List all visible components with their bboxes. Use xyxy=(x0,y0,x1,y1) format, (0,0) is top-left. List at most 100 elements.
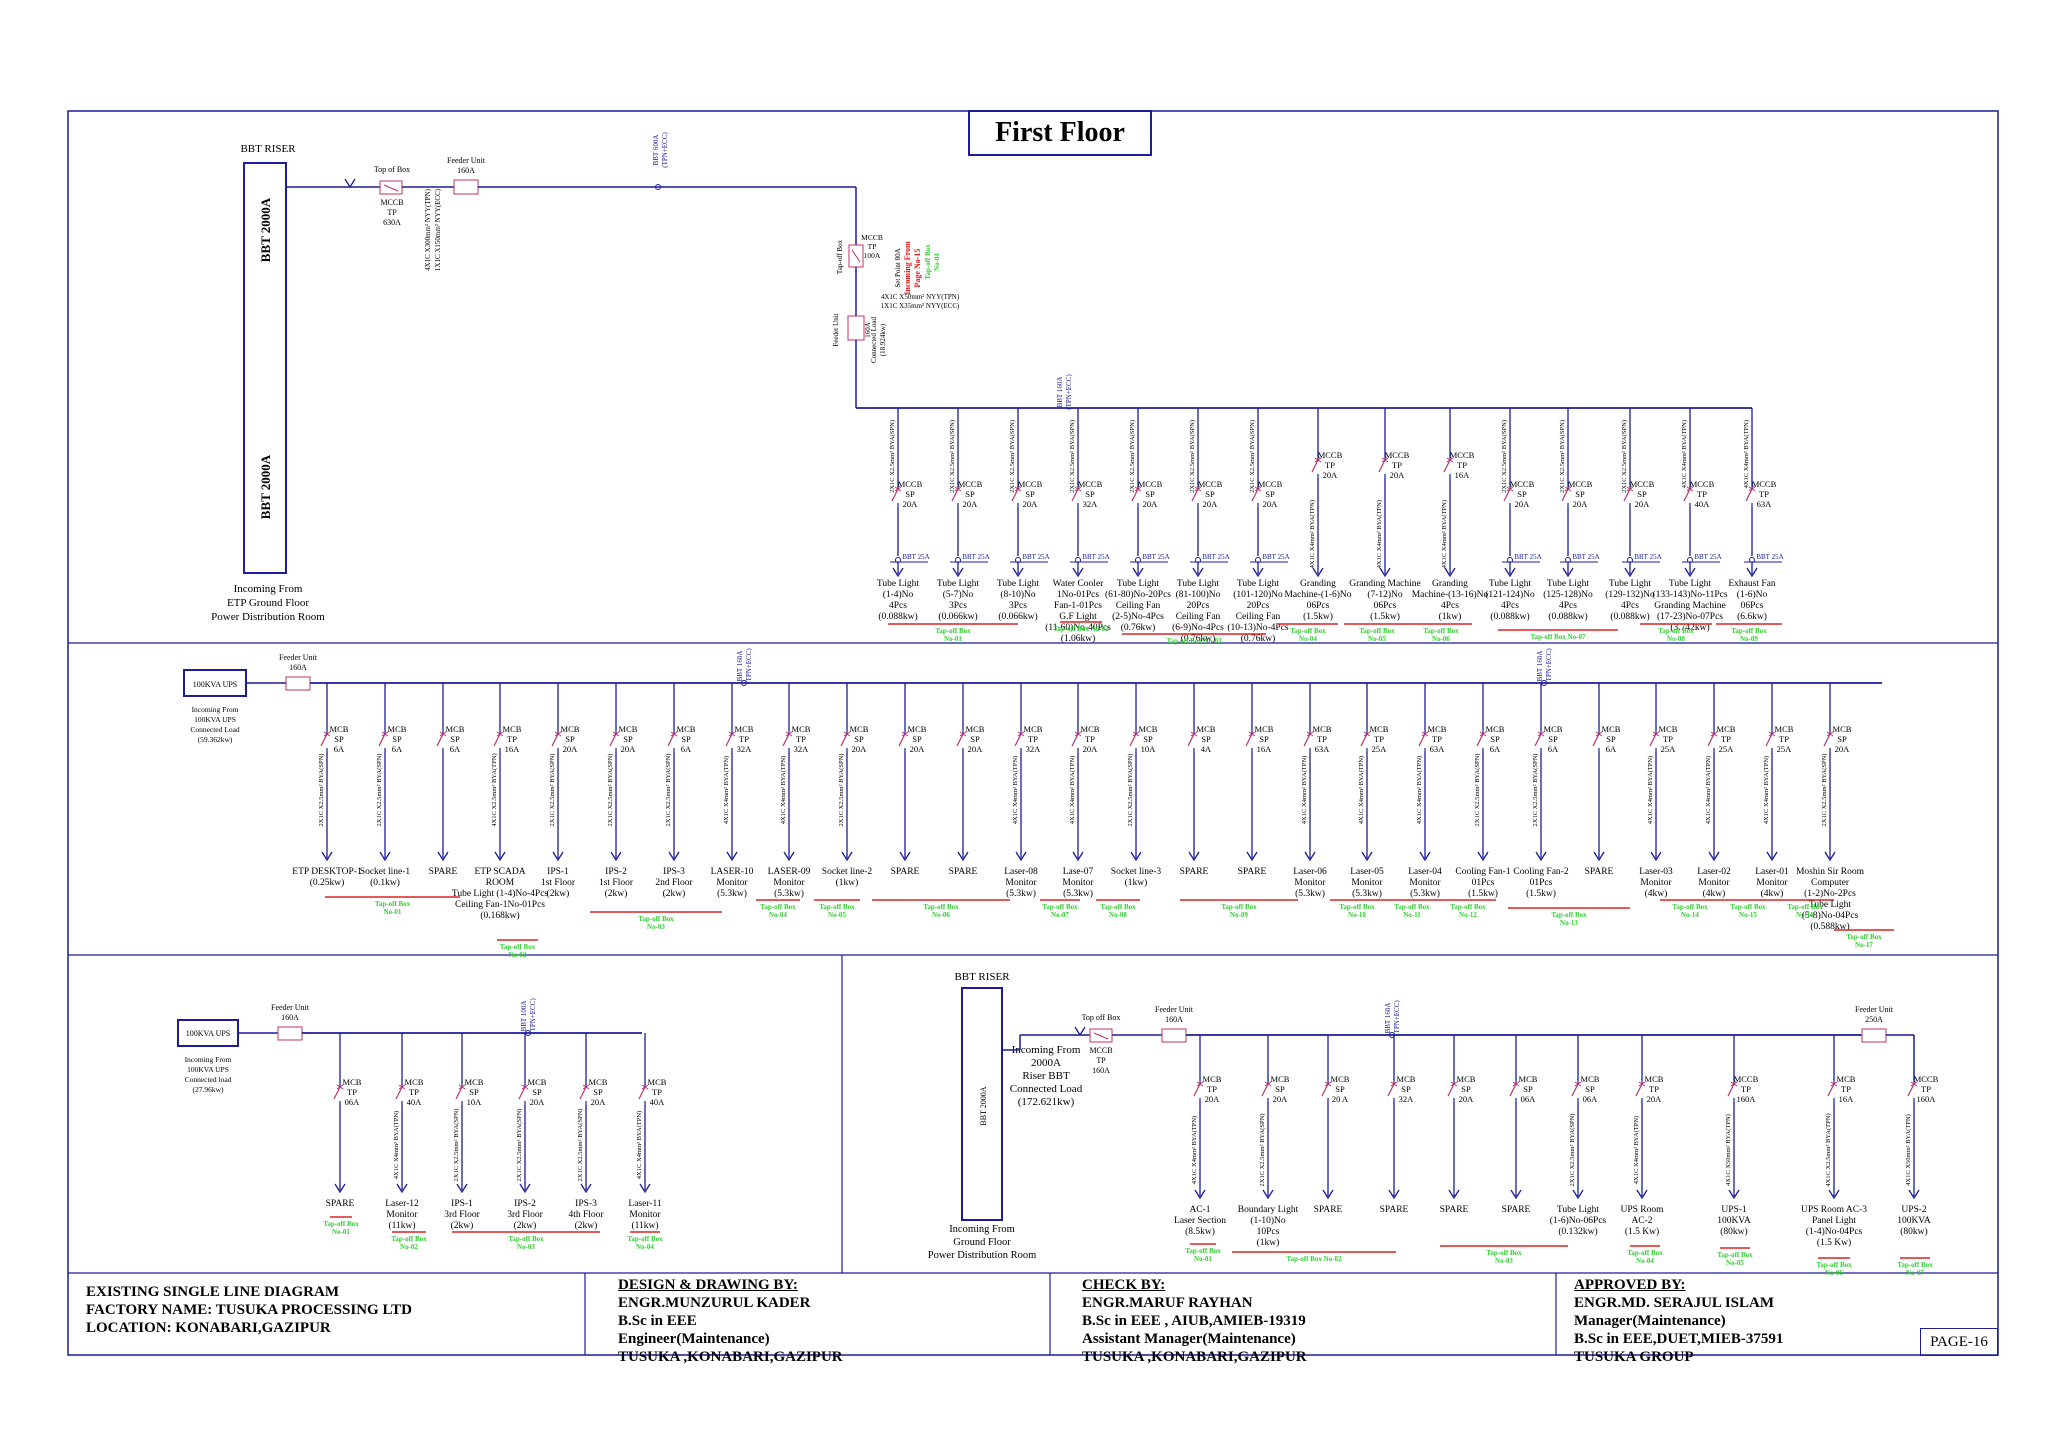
arrow-icon xyxy=(1828,1189,1840,1200)
cable-spec: 2X1C X2.5mm² BYA(SPN) xyxy=(1249,420,1256,493)
breaker-rating: TP xyxy=(1207,1084,1217,1094)
breaker-rating: SP xyxy=(1259,734,1269,744)
tapoff-box-label: Tap-off Box No-07 xyxy=(1531,633,1586,641)
tapoff-box-label: Tap-off Box xyxy=(1394,903,1430,911)
tapoff-box-label: Tap-off Box xyxy=(1897,1261,1933,1269)
arrow-icon xyxy=(1012,567,1024,578)
breaker-rating: 63A xyxy=(1430,744,1446,754)
load-label: (5-8)No-04Pcs xyxy=(1802,910,1859,921)
breaker-rating: SP xyxy=(1548,734,1558,744)
arrow-icon xyxy=(841,851,853,862)
cable-spec: 2X1C X2.5mm² BYA(SPN) xyxy=(453,1109,460,1182)
tapoff-box-label: No-03 xyxy=(647,923,665,931)
breaker-cross xyxy=(1626,486,1634,492)
breaker-cross xyxy=(1390,1081,1398,1087)
bbt-tapoff-rating: BBT 25A xyxy=(1694,553,1721,561)
tapoff-box-label: No-05 xyxy=(1726,1259,1744,1267)
check-line: Assistant Manager(Maintenance) xyxy=(1082,1331,1296,1347)
breaker-blade xyxy=(1765,733,1773,747)
load-label: Laser-02 xyxy=(1697,867,1731,877)
main-mccb-rating: MCCB xyxy=(861,233,883,242)
load-label: Monitor xyxy=(716,878,748,888)
load-label: Laser Section xyxy=(1174,1216,1226,1226)
breaker-rating: SP xyxy=(1143,734,1153,744)
tapoff-box-label: No-07 xyxy=(1051,911,1069,919)
breaker-rating: MCB xyxy=(966,724,985,734)
cable-spec: 4X1C X4mm² BYA(TPN) xyxy=(1681,420,1688,488)
load-label: 1No-01Pcs xyxy=(1057,590,1100,600)
load-label: (0.168kw) xyxy=(480,910,519,921)
tapoff-box-label: No-08 xyxy=(1109,911,1127,919)
cable-spec: 4X1C X4mm² BYA(TPN) xyxy=(1705,756,1712,824)
tapoff-box-label: No-01 xyxy=(332,1228,350,1236)
breaker-rating: 40A xyxy=(407,1097,423,1107)
project-line: LOCATION: KONABARI,GAZIPUR xyxy=(86,1320,331,1336)
load-label: Socket line-2 xyxy=(822,867,873,877)
arrow-icon xyxy=(1361,851,1373,862)
approved-heading: APPROVED BY: xyxy=(1574,1277,1686,1293)
load-label: Tube Light xyxy=(1557,1205,1600,1215)
load-label: (0.088kw) xyxy=(1548,611,1587,622)
breaker-blade xyxy=(951,488,959,502)
breaker-blade xyxy=(840,733,848,747)
load-label: 3rd Floor xyxy=(444,1210,480,1220)
breaker-cross xyxy=(582,1084,590,1090)
tapoff-box-label: No-01 xyxy=(1194,1255,1212,1263)
setpoint-label: Set Point 80A xyxy=(894,248,902,287)
breaker-blade xyxy=(1561,488,1569,502)
load-label: Monitor xyxy=(1640,878,1672,888)
breaker-blade xyxy=(1014,733,1022,747)
load-label: 20Pcs xyxy=(1247,601,1270,611)
breaker-rating: 16A xyxy=(1839,1094,1855,1104)
load-label: (1-4)No xyxy=(883,589,914,600)
load-label: (0.066kw) xyxy=(938,611,977,622)
load-label: (101-120)No xyxy=(1233,589,1283,600)
arrow-icon xyxy=(396,1183,408,1194)
bbt-tapoff-rating: BBT 25A xyxy=(1634,553,1661,561)
breaker-cross xyxy=(843,731,851,737)
design-info: DESIGN & DRAWING BY: ENGR.MUNZURUL KADER… xyxy=(618,1276,843,1366)
cable-spec: 4X1C X4mm² BYA(TPN) xyxy=(1376,500,1383,568)
breaker-cross xyxy=(1248,731,1256,737)
load-label: SPARE xyxy=(429,867,458,877)
breaker-blade xyxy=(1443,459,1451,473)
cable-spec: 2X1C X2.5mm² BYA(SPN) xyxy=(1129,420,1136,493)
breaker-rating: SP xyxy=(1517,489,1527,499)
breaker-rating: MCB xyxy=(1203,1074,1222,1084)
arrow-icon xyxy=(957,851,969,862)
breaker-rating: TP xyxy=(1697,489,1707,499)
check-info: CHECK BY: ENGR.MARUF RAYHAN B.Sc in EEE … xyxy=(1082,1276,1307,1366)
arrow-icon xyxy=(1132,567,1144,578)
cable-spec: 2X1C X2.5mm² BYA(SPN) xyxy=(516,1109,523,1182)
tapoff-box-label: No-04 xyxy=(769,911,787,919)
breaker-blade xyxy=(1129,733,1137,747)
load-label: Tube Light xyxy=(1609,579,1652,589)
tapoff-box-label: Tap-off Box xyxy=(1221,903,1257,911)
breaker-rating: MCB xyxy=(1139,724,1158,734)
breaker-rating: MCB xyxy=(1331,1074,1350,1084)
breaker-rating: TP xyxy=(507,734,517,744)
tapoff-box-label: Tap-off Box xyxy=(1787,903,1823,911)
breaker-cross xyxy=(1363,731,1371,737)
breaker-rating: SP xyxy=(334,734,344,744)
breaker-rating: 20A xyxy=(1083,744,1099,754)
arrow-icon xyxy=(892,567,904,578)
breaker-cross xyxy=(1768,731,1776,737)
breaker-rating: MCCB xyxy=(898,479,923,489)
load-label: (1.5kw) xyxy=(1526,888,1556,899)
load-label: Ceiling Fan xyxy=(1176,612,1221,622)
design-heading: DESIGN & DRAWING BY: xyxy=(618,1277,798,1293)
load-label: Monitor xyxy=(1294,878,1326,888)
design-line: TUSUKA ,KONABARI,GAZIPUR xyxy=(618,1349,843,1365)
tapoff-box-label: No-02 xyxy=(509,951,527,959)
breaker-cross xyxy=(1710,731,1718,737)
breaker-rating: 06A xyxy=(1583,1094,1599,1104)
approved-info: APPROVED BY: ENGR.MD. SERAJUL ISLAM Mana… xyxy=(1574,1276,1783,1366)
load-label: IPS-1 xyxy=(451,1199,473,1209)
tapoff-box-label: Tap-off Box xyxy=(500,943,536,951)
breaker-cross xyxy=(383,184,399,192)
breaker-rating: 160A xyxy=(1917,1094,1937,1104)
breaker-blade xyxy=(1623,488,1631,502)
load-label: Exhaust Fan xyxy=(1728,579,1775,589)
breaker-cross xyxy=(1830,1081,1838,1087)
